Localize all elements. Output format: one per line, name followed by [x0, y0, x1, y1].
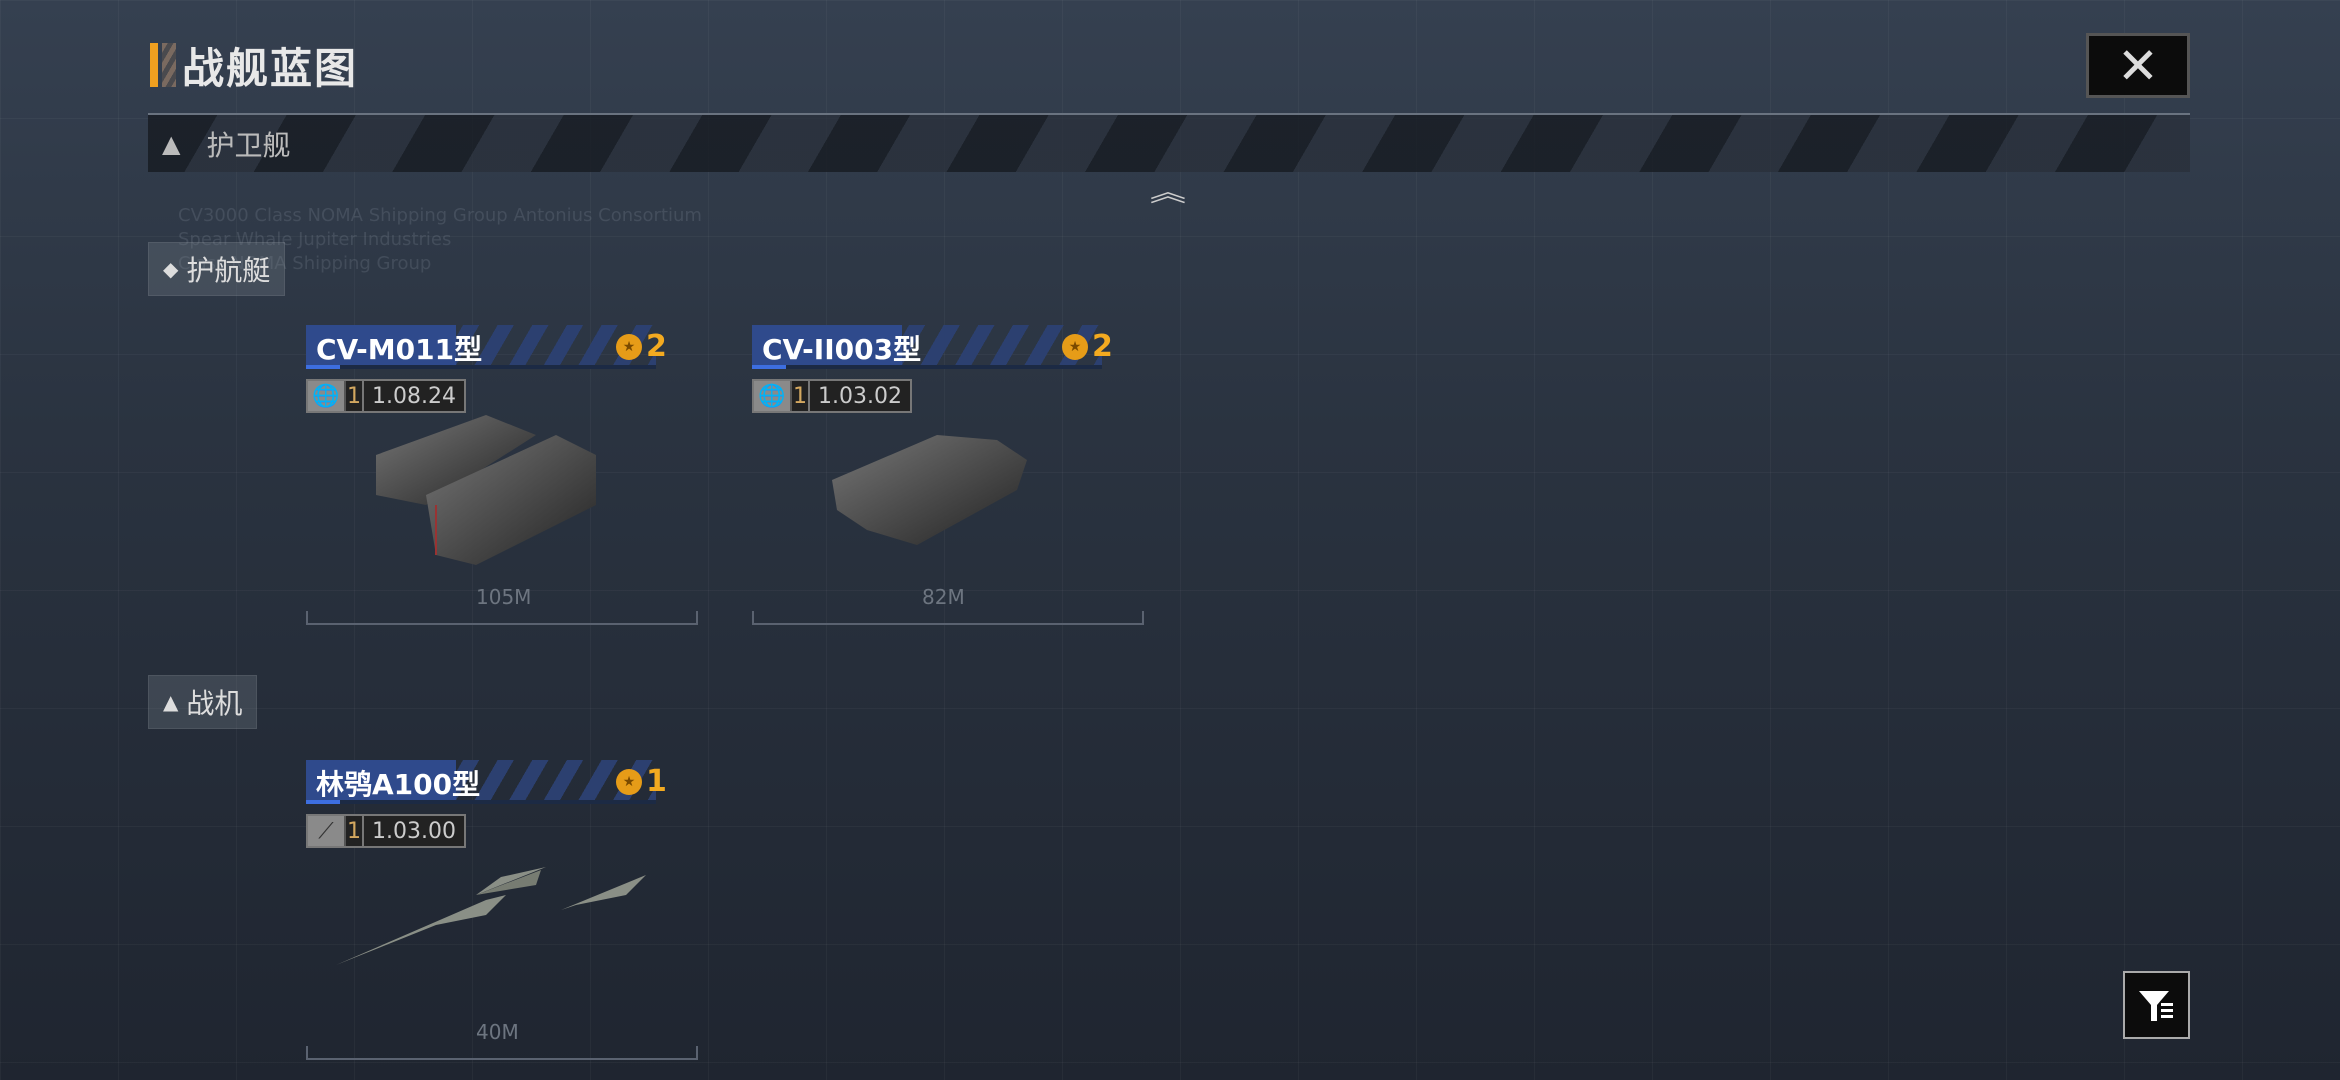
version: 1.08.24 [372, 383, 456, 409]
section-label: 护航艇 [186, 254, 271, 287]
card-title-bar: CV-II003型 [752, 325, 1102, 369]
globe-icon: 🌐 [308, 381, 344, 411]
stat-row: 🌐1 1.08.24 [306, 379, 466, 413]
scale-ruler [752, 611, 1144, 625]
faction-logo-icon: ⟋ [308, 816, 344, 846]
category-label: 护卫舰 [206, 128, 291, 162]
ship-name: 林鸮A100型 [316, 768, 481, 801]
card-title-bar: 林鸮A100型 [306, 760, 656, 804]
layers-icon: ◆ [163, 257, 179, 281]
count: 2 [646, 329, 667, 364]
scale-ruler [306, 1046, 698, 1060]
collapse-chevron-icon[interactable]: ︽ [1149, 178, 1187, 208]
category-header-frigate[interactable]: ▲ 护卫舰 [148, 113, 2190, 172]
title-text: 战舰蓝图 [182, 43, 359, 93]
bg-line: Spear Whale Jupiter Industries [178, 229, 452, 250]
fighter-image [336, 867, 646, 965]
ship-image [376, 415, 596, 565]
version: 1.03.02 [818, 383, 902, 409]
count-badge: ★2 [616, 329, 667, 364]
level: 1 [344, 381, 364, 411]
ship-image [832, 435, 1027, 545]
version: 1.03.00 [372, 818, 456, 844]
stat-row: ⟋1 1.03.00 [306, 814, 466, 848]
blueprint-card[interactable]: CV-II003型 ★2 🌐1 1.03.02 82M [752, 325, 1144, 625]
bg-line: Class NOMA Shipping Group [178, 253, 432, 274]
count-badge: ★2 [1062, 329, 1113, 364]
background-text: CV3000 Class NOMA Shipping Group Antoniu… [178, 204, 702, 276]
blueprint-card[interactable]: CV-M011型 ★2 🌐1 1.08.24 105M [306, 325, 698, 625]
star-medal-icon: ★ [1062, 333, 1088, 360]
star-medal-icon: ★ [616, 768, 642, 795]
fighter-icon: ▲ [163, 690, 179, 714]
star-medal-icon: ★ [616, 333, 642, 360]
section-label: 战机 [186, 687, 243, 720]
title-hatch [162, 43, 176, 87]
card-title-bar: CV-M011型 [306, 325, 656, 369]
stat-row: 🌐1 1.03.02 [752, 379, 912, 413]
section-fighter: ▲ 战机 [148, 675, 258, 729]
ship-length: 82M [922, 585, 965, 609]
bg-line: CV3000 Class NOMA Shipping Group Antoniu… [178, 205, 702, 226]
ship-name: CV-M011型 [316, 333, 483, 366]
ship-name: CV-II003型 [762, 333, 922, 366]
scale-ruler [306, 611, 698, 625]
level: 1 [790, 381, 810, 411]
ship-length: 40M [476, 1020, 519, 1044]
filter-icon [2138, 991, 2173, 1021]
title-accent [150, 43, 158, 87]
close-button[interactable]: ✕ [2086, 33, 2190, 98]
close-icon: ✕ [2117, 36, 2159, 95]
globe-icon: 🌐 [754, 381, 790, 411]
filter-button[interactable] [2123, 971, 2190, 1039]
count-badge: ★1 [616, 764, 667, 799]
ship-length: 105M [476, 585, 532, 609]
section-escort: ◆ 护航艇 [148, 242, 286, 296]
level: 1 [344, 816, 364, 846]
triangle-icon: ▲ [162, 129, 181, 158]
page-title: 战舰蓝图 [150, 40, 358, 93]
count: 1 [646, 764, 667, 799]
count: 2 [1092, 329, 1113, 364]
